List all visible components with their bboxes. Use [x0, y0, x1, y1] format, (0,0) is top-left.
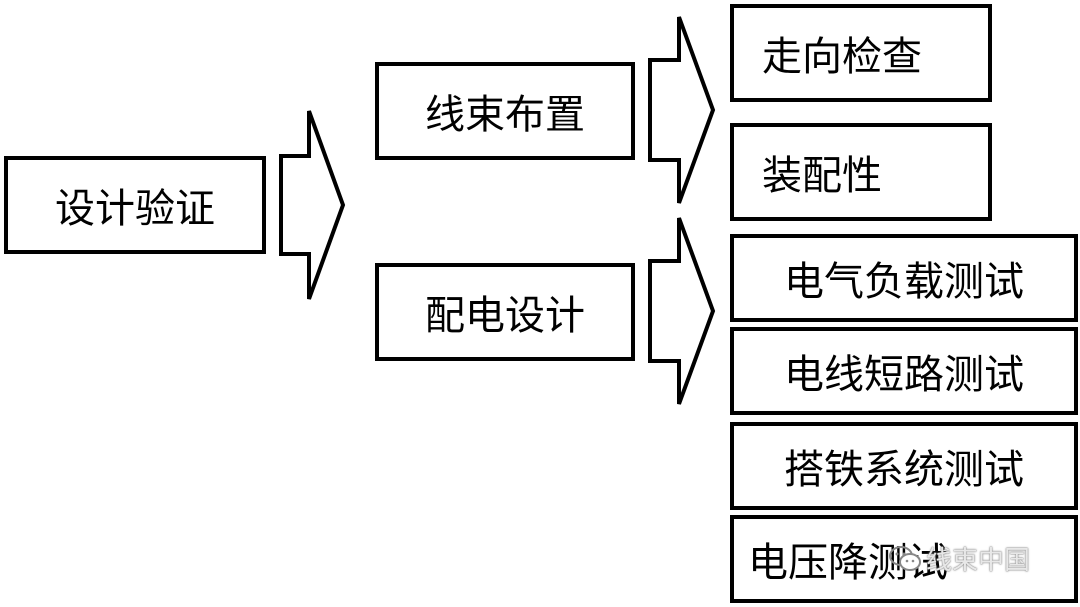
node-grounding-system-test: 搭铁系统测试: [730, 422, 1078, 510]
wechat-icon: [889, 545, 921, 571]
node-electrical-load-test: 电气负载测试: [730, 234, 1078, 322]
node-assemblability: 装配性: [730, 123, 992, 221]
node-power-distribution: 配电设计: [375, 263, 635, 361]
node-harness-routing: 线束布置: [375, 62, 635, 160]
node-label: 设计验证: [55, 186, 215, 232]
node-short-circuit-test: 电线短路测试: [730, 327, 1078, 415]
watermark: 线束中国: [888, 540, 1030, 577]
node-label: 电气负载测试: [784, 259, 1024, 305]
arrow-routing-to-items: [648, 16, 716, 204]
node-routing-check: 走向检查: [730, 4, 992, 102]
node-label: 配电设计: [425, 293, 585, 339]
node-label: 电线短路测试: [784, 352, 1024, 398]
arrow-power-to-items: [648, 217, 716, 405]
watermark-text: 线束中国: [926, 546, 1031, 576]
node-label: 装配性: [762, 153, 882, 199]
arrow-root-to-level2: [279, 110, 346, 300]
node-design-verification: 设计验证: [4, 156, 266, 254]
node-label: 线束布置: [425, 92, 585, 138]
node-label: 走向检查: [762, 34, 922, 80]
node-label: 搭铁系统测试: [784, 447, 1024, 493]
